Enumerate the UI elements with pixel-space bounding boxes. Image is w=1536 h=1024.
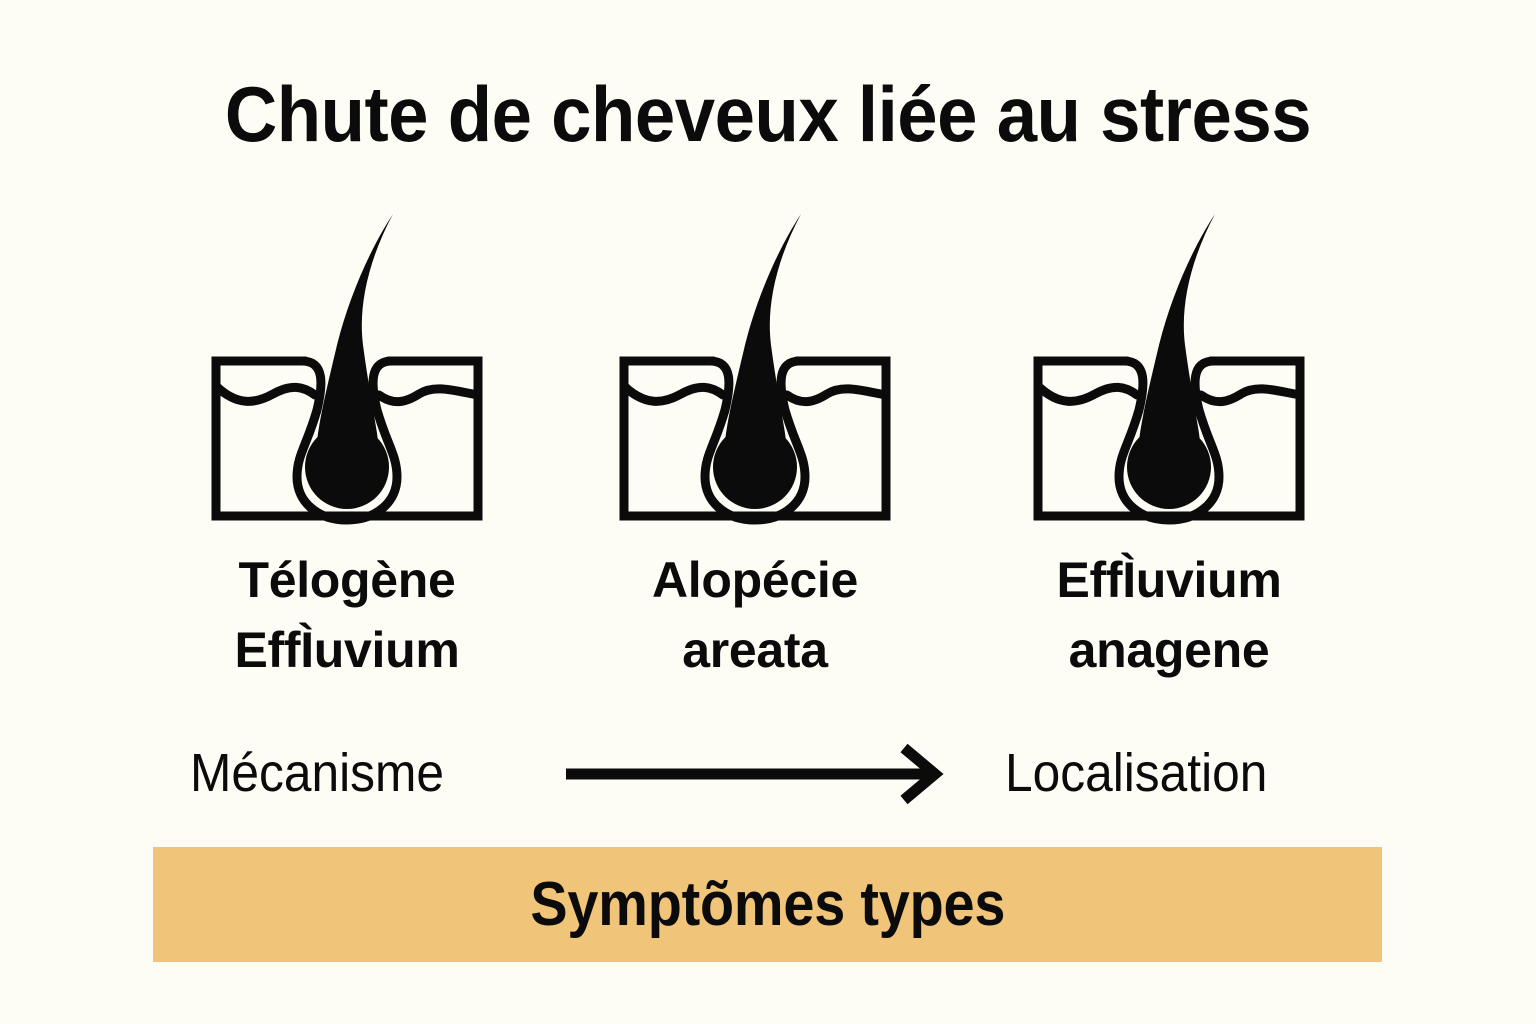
right-arrow-icon [560, 742, 960, 806]
symptoms-banner: Symptõmes types [153, 847, 1382, 962]
flow-row: Mécanisme Localisation [0, 736, 1536, 816]
hair-follicle-icon [605, 205, 905, 525]
banner-label: Symptõmes types [530, 869, 1005, 939]
page-title: Chute de cheveux liée au stress [224, 70, 1312, 158]
column-label: Alopécie areata [652, 552, 858, 678]
diagram-columns: Télogène EffÌuvium Alopé [0, 205, 1536, 695]
hair-follicle-icon [197, 205, 497, 525]
column-label: EffÌuvium anagene [1056, 552, 1282, 678]
flow-from-label: Mécanisme [190, 743, 445, 803]
flow-to-label: Localisation [1005, 743, 1268, 803]
hair-follicle-icon [1019, 205, 1319, 525]
diagram-column-2: Alopécie areata [585, 205, 925, 685]
column-label: Télogène EffÌuvium [234, 552, 460, 678]
diagram-column-3: EffÌuvium anagene [999, 205, 1339, 685]
diagram-column-1: Télogène EffÌuvium [177, 205, 517, 685]
